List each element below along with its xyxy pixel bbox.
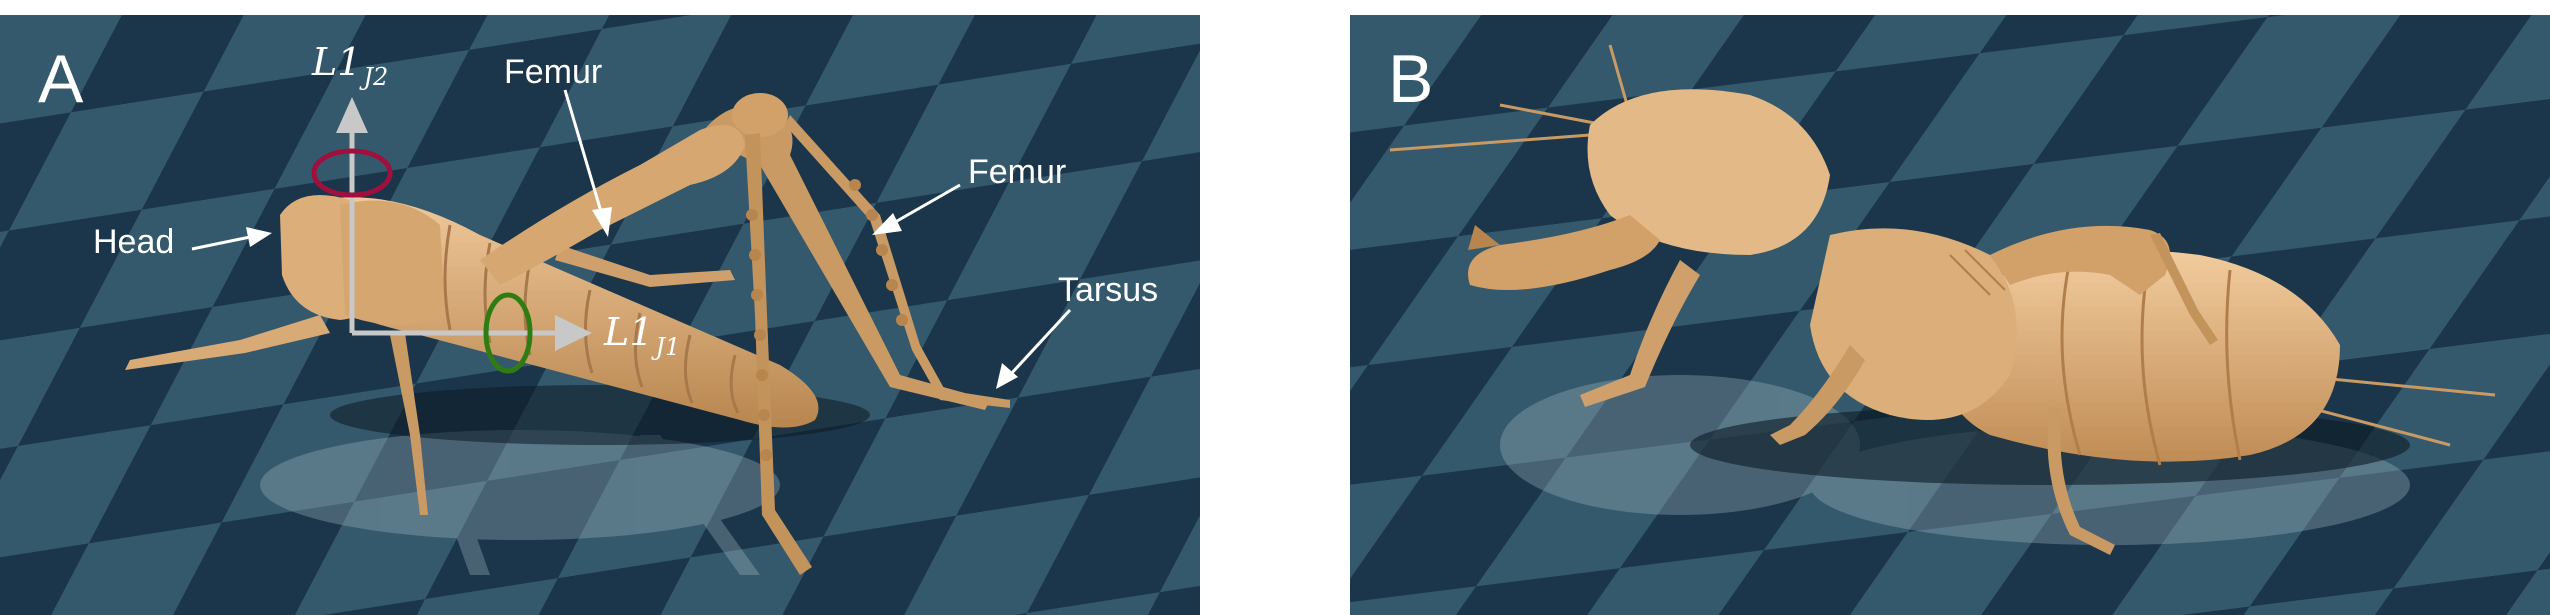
panel-a: A L1J2 L1J1 Femur Femur Head Tarsus bbox=[0, 15, 1200, 615]
rotation-indicator-j2 bbox=[311, 148, 393, 198]
axis-label-l1-j2: L1J2 bbox=[312, 40, 388, 89]
label-femur-1: Femur bbox=[504, 53, 603, 91]
panel-b: B bbox=[1350, 15, 2550, 615]
label-tarsus: Tarsus bbox=[1058, 271, 1159, 309]
axis-label-l1-j1: L1J1 bbox=[604, 310, 680, 359]
axis-label-l1-j2-sub: J2 bbox=[363, 63, 389, 91]
grasshopper-model bbox=[125, 93, 1010, 575]
axis-label-l1-j1-sub: J1 bbox=[655, 333, 681, 361]
label-head: Head bbox=[93, 223, 175, 261]
panel-b-scene bbox=[1350, 15, 2550, 615]
axis-label-l1-j2-base: L1 bbox=[312, 40, 362, 84]
rotation-indicator-j1 bbox=[483, 292, 533, 374]
insect-reflection bbox=[260, 430, 780, 575]
joint-axes bbox=[336, 97, 592, 351]
label-femur-2: Femur bbox=[968, 153, 1067, 191]
panel-a-scene bbox=[0, 15, 1200, 615]
mole-cricket-model bbox=[1389, 44, 2496, 555]
axis-label-l1-j1-base: L1 bbox=[604, 310, 654, 354]
panel-letter-a: A bbox=[38, 41, 84, 117]
annotation-arrows bbox=[191, 89, 1072, 389]
panel-letter-b: B bbox=[1388, 41, 1434, 117]
